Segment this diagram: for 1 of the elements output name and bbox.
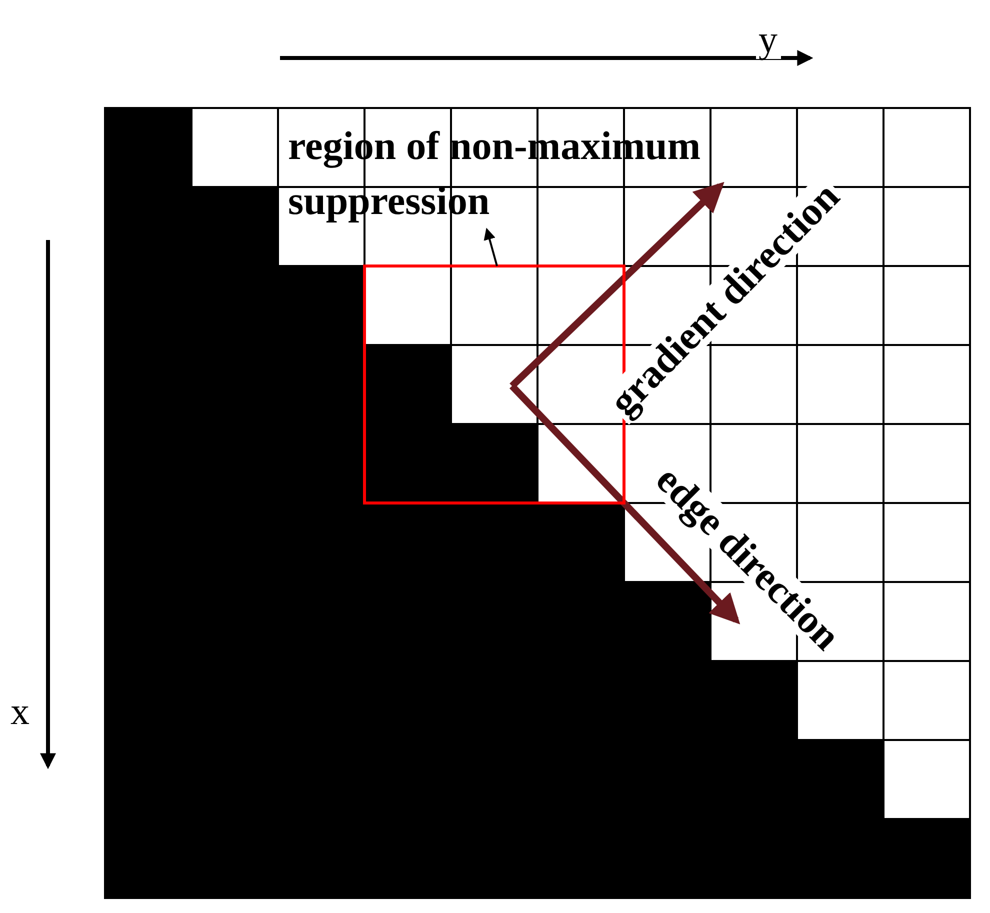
leader-arrow — [484, 228, 498, 266]
